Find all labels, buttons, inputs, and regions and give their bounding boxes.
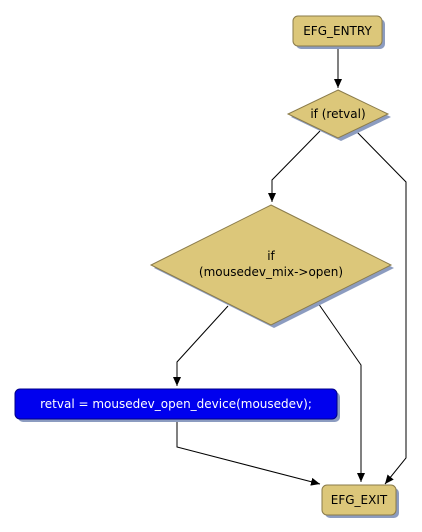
- node-label-entry: EFG_ENTRY: [303, 24, 372, 38]
- edge-if-open-to-exit: [317, 302, 365, 482]
- node-label-exit: EFG_EXIT: [331, 493, 388, 507]
- node-efg-entry[interactable]: EFG_ENTRY: [292, 15, 385, 49]
- edge-if-open-to-stmt: [173, 305, 229, 386]
- node-diamond: [149, 204, 393, 326]
- edge-if-retval-to-if-open: [268, 130, 321, 202]
- node-label-if-open-line1: if: [267, 249, 275, 263]
- edge-if-retval-to-exit: [355, 130, 407, 485]
- node-efg-exit[interactable]: EFG_EXIT: [321, 484, 399, 518]
- node-label-if-open-line2: (mousedev_mix->open): [199, 265, 343, 279]
- node-box: [321, 484, 397, 516]
- node-diamond: [286, 89, 390, 139]
- node-label-if-retval: if (retval): [310, 107, 365, 121]
- node-label-stmt: retval = mousedev_open_device(mousedev);: [40, 397, 312, 411]
- node-stmt-open-device[interactable]: retval = mousedev_open_device(mousedev);: [14, 388, 340, 422]
- node-box-highlighted: [14, 388, 338, 420]
- node-box: [292, 15, 383, 47]
- node-if-retval[interactable]: if (retval): [286, 89, 391, 141]
- edges: [173, 46, 407, 486]
- node-if-mousedev-mix-open[interactable]: if (mousedev_mix->open): [149, 204, 394, 328]
- edge-stmt-to-exit: [176, 421, 321, 486]
